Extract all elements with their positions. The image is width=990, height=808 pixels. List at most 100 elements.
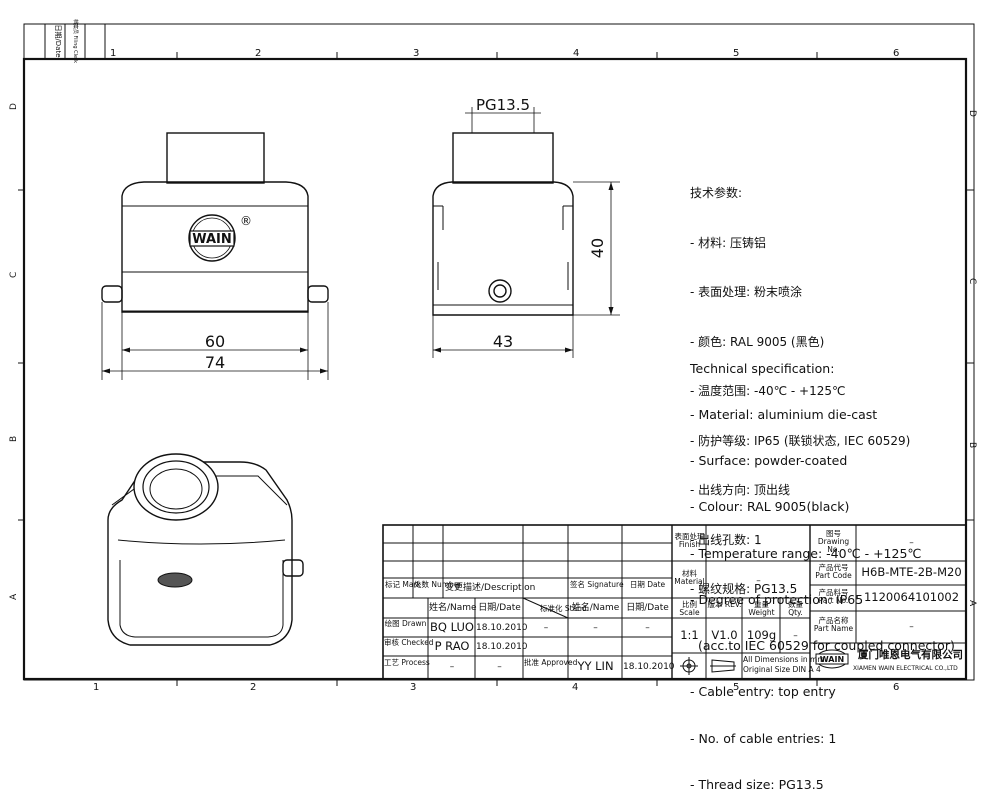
company-logo: [815, 649, 849, 669]
spec-cn-line: - 出线孔数: 1: [690, 532, 762, 547]
side-view-top-boss: [452, 132, 554, 184]
tb-date3-label: 日期/Date: [626, 603, 669, 613]
spec-cn-line: - 表面处理: 粉末喷涂: [690, 285, 803, 299]
filing-box: [44, 23, 106, 60]
col-label-2: 2: [255, 48, 261, 59]
dim-74-label: 74: [205, 353, 225, 372]
tb-date-label: 日期 Date: [629, 580, 666, 589]
tb-part-code-label: 产品代号 Part Code: [815, 563, 852, 580]
tb-drawing-no-value: –: [909, 538, 914, 548]
tb-dimensions-note-2: Original Size DIN A 4: [743, 665, 821, 674]
tb-scale-value: 1:1: [680, 628, 699, 642]
tb-finish-label: 表面处理 Finish: [674, 532, 705, 549]
spec-en-line: - Temperature range: -40℃ - +125℃: [690, 545, 922, 561]
front-logo-text: WAIN: [192, 232, 232, 247]
company-name-cn: 厦门唯恩电气有限公司: [858, 648, 963, 661]
tb-mark-label: 标记 Mark: [385, 580, 421, 589]
projection-symbol: [680, 657, 736, 675]
col-label-5-bottom: 5: [733, 682, 739, 693]
tb-approved-label: 批准 Approved: [524, 658, 578, 667]
front-view: [101, 132, 329, 313]
spec-cn-line: - 出线方向: 顶出线: [690, 483, 791, 497]
spec-cn-line: - 颜色: RAL 9005 (黑色): [690, 334, 825, 349]
spec-en-line: - Degree of protection: IP65: [690, 591, 864, 607]
tb-part-no-value: 1120064101002: [863, 590, 960, 604]
tb-drawing-no-label: 图号 Drawing No.: [817, 529, 850, 554]
col-label-6: 6: [893, 48, 899, 59]
tb-part-code-value: H6B-MTE-2B-M20: [861, 565, 962, 579]
front-view-left-pin: [101, 285, 123, 303]
spec-cn-line: - 螺纹规格: PG13.5: [690, 582, 798, 596]
tb-stand-date-value: –: [645, 623, 650, 633]
row-label-b-right: B: [967, 442, 977, 448]
side-view-body: [432, 181, 574, 316]
tb-qty-label: 数量 Qty.: [788, 600, 803, 617]
tb-part-name-value: –: [909, 622, 914, 632]
tb-stand-name-value: –: [593, 623, 598, 633]
tb-part-no-label: 产品料号 Part No.: [818, 588, 849, 605]
spec-cn-line: - 防护等级: IP65 (联锁状态, IEC 60529): [690, 433, 911, 448]
tb-dimensions-note-1: All Dimensions in mm: [743, 655, 825, 664]
tb-drawn-date: 18.10.2010: [476, 623, 528, 633]
dim-43-label: 43: [493, 332, 513, 351]
tb-scale-label: 比例 Scale: [679, 600, 700, 617]
spec-english: Technical specification: - Material: alu…: [690, 330, 955, 808]
spec-en-line: - Material: aluminium die-cast: [690, 407, 878, 423]
iso-pin: [282, 559, 304, 577]
tb-stand-value: –: [543, 623, 549, 633]
title-block: [382, 524, 967, 680]
dim-40-label: 40: [588, 238, 607, 258]
spec-en-title: Technical specification:: [690, 360, 835, 376]
tb-part-name-label: 产品名称 Part Name: [813, 616, 854, 633]
side-view: [432, 132, 574, 316]
tb-name-label: 姓名/Name: [429, 603, 477, 613]
tb-process-label: 工艺 Process: [384, 658, 430, 667]
tb-weight-label: 重量 Weight: [748, 600, 775, 617]
tb-finish-value: –: [756, 539, 761, 549]
row-label-d-right: D: [967, 110, 977, 117]
tb-weight-value: 109g: [746, 628, 777, 642]
tb-rev-label: 版本 REV.: [707, 600, 742, 609]
front-view-label-plate: [121, 205, 309, 273]
row-label-a: A: [9, 593, 19, 600]
drawing-sheet: 日期/Date 档案员 Filing Clerk 1 2 3 4 5 6 1 2…: [9, 19, 977, 693]
spec-en-line: (acc.to IEC 60529 for coupled connector): [690, 638, 955, 654]
col-label-3: 3: [413, 48, 419, 59]
col-label-1: 1: [110, 48, 116, 59]
iso-view: [107, 453, 304, 646]
col-label-2-bottom: 2: [250, 682, 256, 693]
tb-checked-label: 审核 Checked: [384, 638, 434, 647]
company-logo-text: WAIN: [820, 655, 844, 664]
spec-en-line: - Cable entry: top entry: [690, 684, 836, 700]
col-label-4-bottom: 4: [572, 682, 578, 693]
side-screw-outer: [488, 279, 512, 303]
iso-cable-entry: [133, 453, 219, 521]
front-logo-circle: [188, 214, 236, 262]
spec-cn-title: 技术参数:: [690, 186, 743, 200]
filing-date-label: 日期/Date: [54, 24, 62, 57]
spec-en-line: - Surface: powder-coated: [690, 453, 848, 469]
tb-name2-label: 姓名/Name: [571, 603, 620, 613]
row-label-d: D: [9, 103, 19, 110]
front-view-right-pin: [307, 285, 329, 303]
tb-drawn-name: BQ LUO: [430, 620, 474, 634]
dim-60-label: 60: [205, 332, 225, 351]
tb-checked-name: P RAO: [434, 639, 470, 653]
company-name-en: XIAMEN WAIN ELECTRICAL CO.,LTD: [853, 665, 958, 672]
spec-en-line: - No. of cable entries: 1: [690, 730, 837, 746]
tb-stand-label: 标准化 Stand.: [540, 604, 590, 613]
spec-en-line: - Colour: RAL 9005(black): [690, 499, 850, 515]
row-label-c: C: [9, 272, 19, 278]
row-label-b: B: [9, 436, 19, 442]
tb-signature-label: 签名 Signature: [570, 580, 624, 589]
col-label-1-bottom: 1: [93, 682, 99, 693]
spec-en-line: - Thread size: PG13.5: [690, 776, 824, 792]
tb-qty-value: –: [793, 631, 798, 641]
col-label-4: 4: [573, 48, 579, 59]
filing-clerk-label: 档案员 Filing Clerk: [72, 19, 79, 63]
tb-checked-date: 18.10.2010: [476, 642, 528, 652]
tb-process-name: –: [449, 662, 455, 672]
spec-cn-line: - 温度范围: -40℃ - +125℃: [690, 384, 846, 398]
tb-drawn-label: 绘图 Drawn: [384, 619, 427, 628]
tb-description-label: 变更描述/Description: [445, 583, 536, 593]
